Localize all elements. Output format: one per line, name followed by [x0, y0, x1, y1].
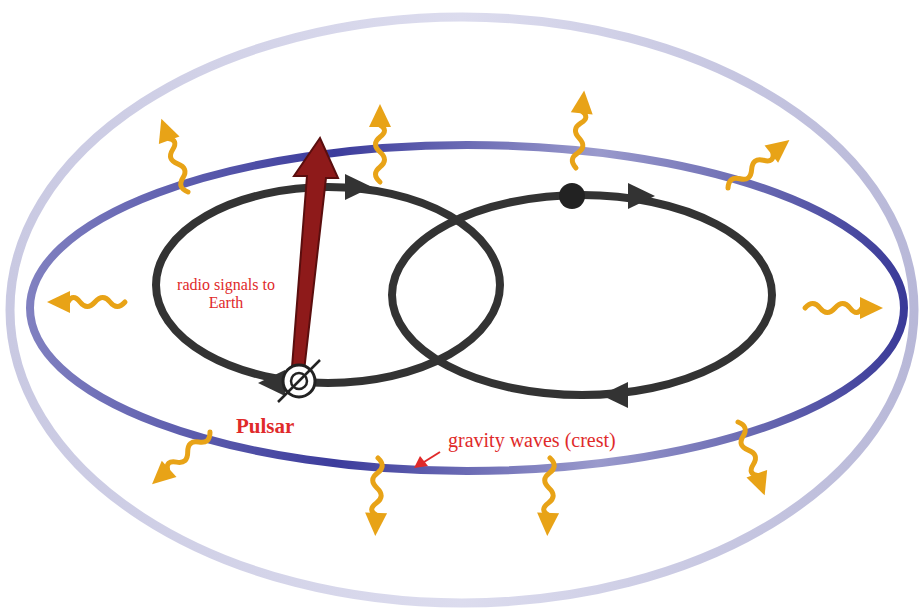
beam-label: radio signals to Earth — [170, 275, 282, 312]
companion-orbit — [392, 195, 772, 395]
wave-label: gravity waves (crest) — [446, 428, 618, 452]
orbit-arrowhead — [345, 174, 372, 200]
companion-star — [559, 183, 585, 209]
orbit-arrowhead — [258, 370, 285, 396]
orbit-arrowhead — [628, 183, 655, 209]
pulsar-label: Pulsar — [236, 415, 294, 438]
leader-line — [424, 452, 440, 462]
orbit-arrowhead — [601, 382, 628, 408]
leader-arrowhead — [414, 456, 428, 468]
pulsar-symbol — [278, 360, 320, 402]
pulsar-orbit — [156, 187, 500, 383]
radio-signal-arrow — [291, 138, 338, 380]
outer-wave-crest — [10, 17, 914, 603]
gravity-wave-arrows — [47, 89, 883, 536]
inner-wave-crest — [30, 145, 904, 471]
